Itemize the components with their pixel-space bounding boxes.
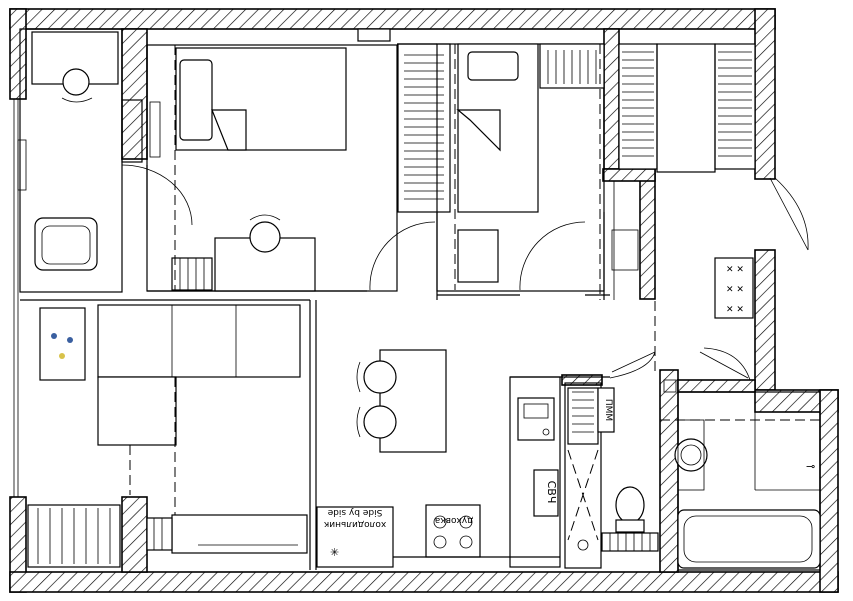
tv-stand (171, 514, 308, 554)
door-swing-bedroom-right (519, 221, 586, 291)
nightstand (457, 229, 499, 283)
dishwasher-label: ПММ (603, 399, 613, 421)
washbasin (674, 438, 708, 472)
toilet-tank (615, 519, 645, 533)
toilet-room: ПММ (564, 351, 659, 569)
loggia (19, 28, 161, 293)
sofa-back (97, 304, 301, 378)
shower-icon: ⊸ (806, 460, 815, 473)
radiator-living (146, 517, 173, 551)
wall-left-room-partition (121, 28, 148, 160)
shoe-cabinet (714, 257, 754, 319)
pillow-small (467, 51, 519, 81)
microwave (533, 469, 559, 517)
toilet-door (611, 351, 656, 373)
bedroom-right (369, 43, 605, 300)
blanket-fold (211, 109, 247, 151)
armchair (34, 217, 98, 271)
wall-right-middle (754, 249, 776, 391)
decor-fish-blue-2 (67, 337, 73, 343)
wall-bath-left (659, 369, 679, 573)
dining-chair-bottom (363, 405, 397, 439)
radiator-bedroom-left (357, 28, 391, 42)
chair-loggia-top (62, 68, 90, 96)
closet-rack-left (618, 43, 658, 170)
drain-icon (577, 539, 589, 551)
bathroom: ⊸ (663, 347, 821, 571)
door-swing-bedroom-left (369, 221, 436, 291)
radiator-bedroom (171, 257, 213, 291)
sofa-chaise (97, 376, 177, 446)
stove (425, 504, 481, 558)
fridge (316, 506, 394, 568)
closet-rack-right (714, 43, 756, 170)
dining-chair-top (363, 360, 397, 394)
svg-text:✕ ✕: ✕ ✕ (726, 305, 744, 315)
balcony-door-frame (121, 99, 143, 163)
bathtub (677, 509, 821, 569)
wall-toilet-top (561, 374, 603, 386)
decor-fish-yellow (59, 353, 65, 359)
left-window (13, 99, 27, 497)
toilet (615, 486, 645, 524)
wall-hall-stub (639, 168, 656, 300)
microwave-label: СВЧ (545, 481, 558, 504)
wall-closet-bottom (602, 168, 656, 182)
wall-bottom-left-stub (121, 496, 148, 573)
svg-text:✕ ✕: ✕ ✕ (726, 265, 744, 275)
stove-label: духовка (435, 515, 474, 525)
pillow (179, 59, 213, 141)
fridge-label-2: Side by side (327, 507, 382, 517)
svg-text:✕ ✕: ✕ ✕ (726, 285, 744, 295)
bedroom-left (121, 28, 451, 292)
fridge-label-1: холодильник (323, 519, 386, 529)
hallway: ✕ ✕ ✕ ✕ ✕ ✕ (611, 177, 809, 319)
wardrobe-left (397, 43, 451, 213)
walk-in-closet (618, 43, 756, 173)
door-swing-bedroom (121, 164, 193, 226)
partitions (146, 43, 820, 421)
bathroom-door (699, 351, 749, 379)
wardrobe-left-hangers (404, 54, 444, 200)
fridge-star-icon: ✳ (330, 546, 339, 559)
entrance-door-leaf (769, 177, 809, 251)
radiator-toilet (601, 532, 659, 552)
wall-bedroom-divider (603, 28, 620, 170)
kitchen: СВЧ духовка холодильник Side by side ✳ (316, 376, 561, 568)
wall-bottom (9, 571, 839, 593)
dishwasher (597, 387, 615, 433)
chair-bedroom (249, 221, 281, 253)
wall-top (9, 8, 776, 30)
wall-right-lower (819, 389, 839, 593)
wall-right-upper (754, 8, 776, 180)
blanket-fold-small (456, 109, 501, 152)
living-room (20, 299, 447, 570)
rug-picture (39, 307, 86, 381)
wall-left-upper (9, 8, 27, 100)
decor-fish-blue (51, 333, 57, 339)
wall-bath-top (677, 379, 756, 393)
